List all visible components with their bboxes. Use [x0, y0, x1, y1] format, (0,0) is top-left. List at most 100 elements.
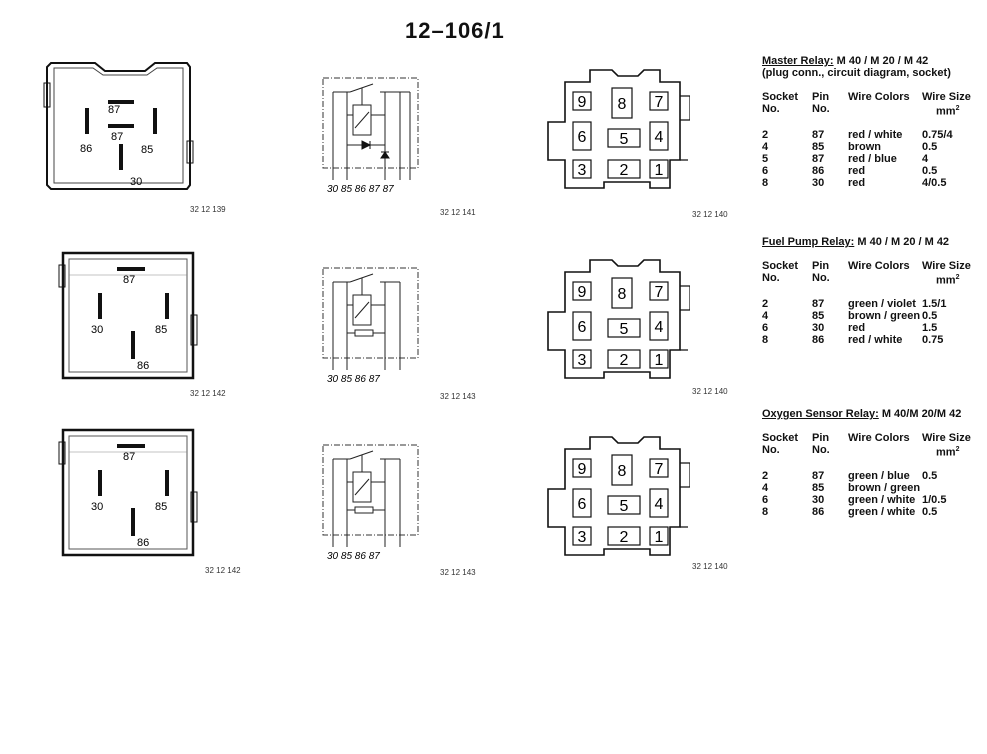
- socket-no: 6: [762, 494, 769, 506]
- column-header-size: Wire Size: [922, 260, 971, 272]
- socket-number: 8: [618, 463, 627, 480]
- socket-number: 1: [655, 352, 664, 369]
- socket-number: 7: [655, 94, 664, 111]
- wire-color: red: [848, 177, 866, 189]
- socket-cavity: [572, 458, 592, 478]
- relay-models: M 40 / M 20 / M 42: [833, 55, 929, 67]
- wire-size: 4/0.5: [922, 177, 947, 189]
- wire-size: 1/0.5: [922, 494, 947, 506]
- pin-blade: [117, 444, 145, 448]
- pin-blade: [98, 293, 102, 319]
- socket-cavity: [611, 87, 633, 119]
- pin-label-top: 87: [123, 451, 135, 463]
- pin-no: 87: [812, 129, 825, 141]
- pin-blade: [117, 267, 145, 271]
- circuit-terminal-labels: 30 85 86 87: [327, 551, 380, 562]
- wire-size: 0.75/4: [922, 129, 953, 141]
- socket-number: 9: [578, 461, 587, 478]
- wire-color: green / blue: [848, 470, 910, 482]
- relay-models: M 40/M 20/M 42: [878, 408, 962, 420]
- socket-cavity: [649, 311, 669, 341]
- socket-number: 1: [655, 529, 664, 546]
- column-header-size: Wire Size: [922, 91, 971, 103]
- socket-cavity: [649, 121, 669, 151]
- socket-number: 6: [578, 319, 587, 336]
- socket-number: 2: [620, 162, 629, 179]
- wire-size: 0.5: [922, 310, 938, 322]
- wire-color: green / white: [848, 506, 916, 518]
- socket-cavity: [607, 495, 641, 515]
- socket-cavity: [611, 454, 633, 486]
- socket-no: 6: [762, 322, 769, 334]
- wire-color: brown: [848, 141, 881, 153]
- wiring-table: Master Relay: M 40 / M 20 / M 42(plug co…: [762, 55, 971, 189]
- wire-size: 0.5: [922, 165, 938, 177]
- pin-label-bottom: 86: [137, 360, 149, 372]
- pin-no: 87: [812, 153, 825, 165]
- pin-label-bottom: 86: [137, 537, 149, 549]
- relay-name: Master Relay:: [762, 55, 834, 67]
- socket-cavity: [572, 281, 592, 301]
- wire-size: 0.75: [922, 334, 944, 346]
- socket-no: 4: [762, 482, 769, 494]
- circuit-diagram: 30 85 86 87: [322, 267, 419, 385]
- socket-no: 2: [762, 129, 769, 141]
- pin-no: 85: [812, 141, 825, 153]
- socket-no: 8: [762, 177, 769, 189]
- pin-label-top: 87: [123, 274, 135, 286]
- figure-code: 32 12 139: [190, 205, 226, 214]
- socket-number: 3: [578, 529, 587, 546]
- socket-number: 9: [578, 284, 587, 301]
- wire-color: green / white: [848, 494, 916, 506]
- pin-no: 86: [812, 334, 825, 346]
- socket-no: 6: [762, 165, 769, 177]
- socket-number: 7: [655, 284, 664, 301]
- column-header-socket2: No.: [762, 272, 780, 284]
- wire-size: 0.5: [922, 506, 938, 518]
- socket-no: 4: [762, 141, 769, 153]
- column-header-unit: mm2: [936, 103, 959, 118]
- page-title: 12–106/1: [405, 18, 505, 43]
- socket-cavity: [572, 311, 592, 341]
- socket-no: 8: [762, 334, 769, 346]
- figure-code: 32 12 143: [440, 392, 476, 401]
- column-header-socket2: No.: [762, 444, 780, 456]
- pin-label-right: 85: [155, 501, 167, 513]
- table-subtitle: (plug conn., circuit diagram, socket): [762, 67, 951, 79]
- pin-label-center: 87: [111, 131, 123, 143]
- pin-label-left: 30: [91, 501, 103, 513]
- pin-no: 86: [812, 506, 825, 518]
- socket-number: 5: [620, 321, 629, 338]
- socket-number: 8: [618, 96, 627, 113]
- wire-color: brown / green: [848, 482, 921, 494]
- wire-color: red / white: [848, 334, 903, 346]
- figure-code: 32 12 142: [205, 566, 241, 575]
- socket-cavity: [607, 318, 641, 338]
- figure-code: 32 12 140: [692, 210, 728, 219]
- socket-cavity: [649, 458, 669, 478]
- socket-cavity: [607, 128, 641, 148]
- pin-label-left: 86: [80, 143, 92, 155]
- pin-blade: [119, 144, 123, 170]
- circuit-diagram: 30 85 86 87: [322, 444, 419, 562]
- socket-number: 8: [618, 286, 627, 303]
- pin-no: 87: [812, 470, 825, 482]
- wire-size: 0.5: [922, 141, 938, 153]
- column-header-socket2: No.: [762, 103, 780, 115]
- relay-models: M 40 / M 20 / M 42: [854, 236, 950, 248]
